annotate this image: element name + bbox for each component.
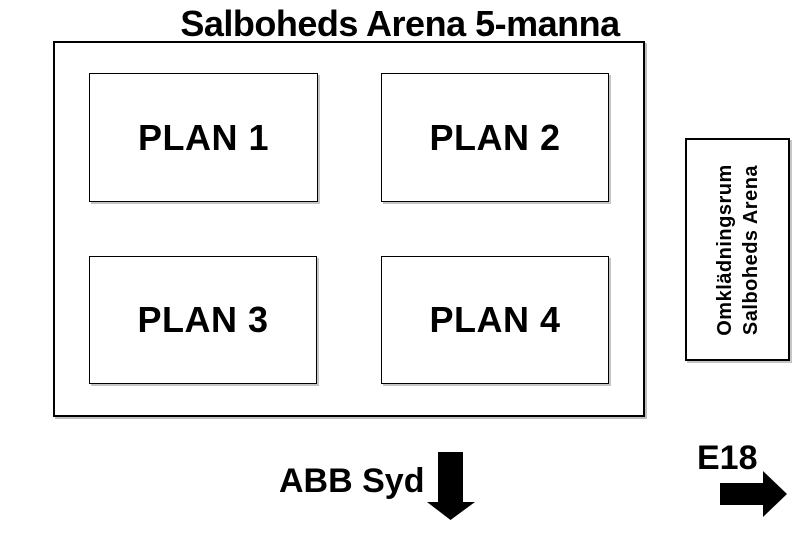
arrow-right-icon bbox=[720, 471, 787, 517]
field-label: PLAN 4 bbox=[429, 299, 561, 340]
changing-room-label: Omklädningsrum Salboheds Arena bbox=[712, 138, 764, 361]
field-plan-1: PLAN 1 bbox=[89, 73, 318, 202]
field-label: PLAN 1 bbox=[137, 116, 270, 158]
field-label: PLAN 2 bbox=[429, 116, 561, 158]
abb-syd-label: ABB Syd bbox=[279, 462, 425, 500]
changing-room-line1: Omklädningsrum bbox=[713, 163, 736, 336]
field-label: PLAN 3 bbox=[137, 299, 269, 340]
arrow-down-icon bbox=[427, 452, 475, 520]
changing-room-line2: Salboheds Arena bbox=[739, 164, 762, 335]
field-plan-2: PLAN 2 bbox=[381, 73, 609, 202]
e18-label: E18 bbox=[697, 439, 758, 477]
field-plan-3: PLAN 3 bbox=[89, 256, 317, 384]
changing-room-box: Omklädningsrum Salboheds Arena bbox=[685, 138, 790, 361]
page-title: Salboheds Arena 5-manna bbox=[180, 3, 620, 44]
field-plan-4: PLAN 4 bbox=[381, 256, 609, 384]
